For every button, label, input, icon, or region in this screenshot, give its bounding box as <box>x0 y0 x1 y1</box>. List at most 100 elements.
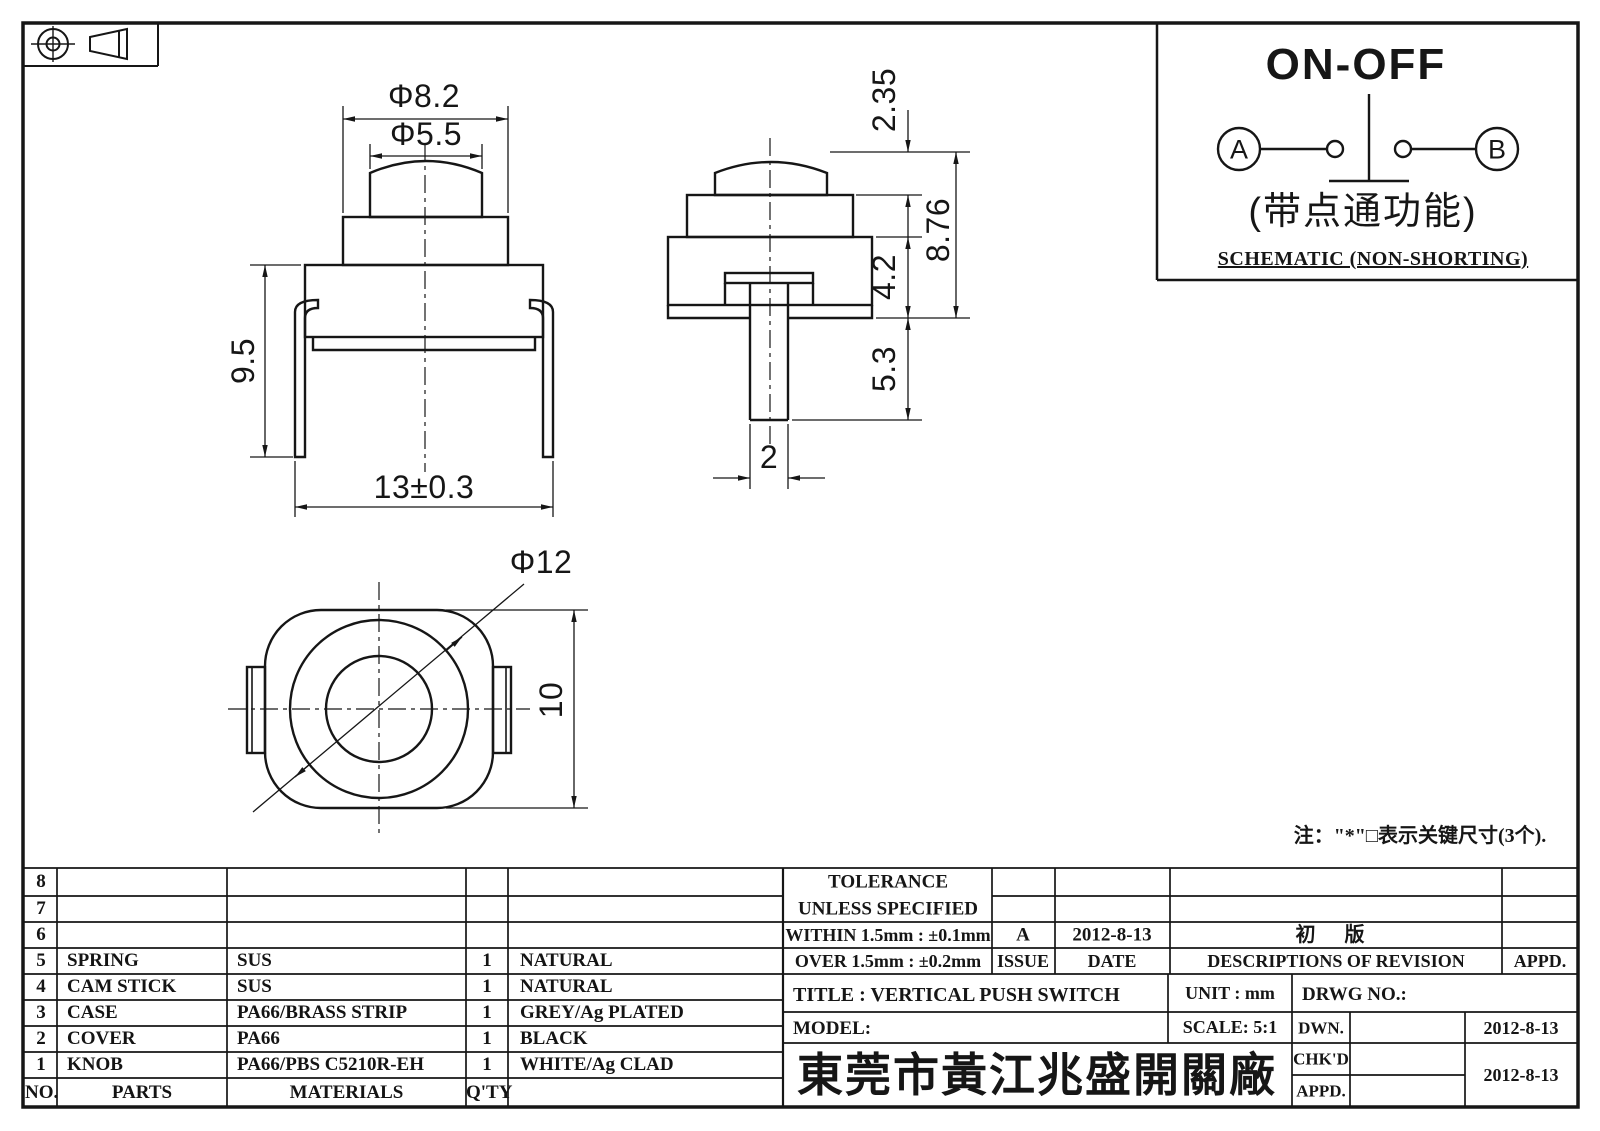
bottom-view <box>228 582 530 836</box>
row-material: SUS <box>237 950 272 971</box>
knob-cap-side <box>713 160 829 197</box>
side-view <box>666 138 874 448</box>
tolerance-within: WITHIN 1.5mm : ±0.1mm <box>785 925 991 945</box>
appd-label: APPD. <box>1296 1081 1346 1101</box>
chkd-appd-date: 2012-8-13 <box>1483 1065 1559 1085</box>
dim-bottom-width: 10 <box>533 681 569 719</box>
model-field: MODEL: <box>793 1018 872 1039</box>
side-view-dimensions <box>713 110 970 489</box>
row-no: 7 <box>36 898 46 919</box>
revision-date-label: DATE <box>1087 951 1137 971</box>
row-no: 8 <box>36 871 46 892</box>
contact-right <box>1393 139 1413 159</box>
table-row: 2 COVER PA66 1 BLACK <box>25 1026 781 1052</box>
right-leg <box>528 298 555 459</box>
projection-symbol <box>23 23 159 67</box>
header-parts: PARTS <box>111 1081 173 1103</box>
table-row: 7 <box>25 896 781 922</box>
chkd-label: CHK'D <box>1293 1049 1349 1069</box>
row-part: SPRING <box>67 950 139 971</box>
row-part: KNOB <box>67 1054 123 1075</box>
revision-description-value: 初 版 <box>1295 924 1377 946</box>
dim-side-stem: 5.3 <box>866 346 902 392</box>
row-finish: NATURAL <box>520 950 613 971</box>
row-part: CASE <box>67 1002 118 1023</box>
row-material: PA66/BRASS STRIP <box>237 1002 408 1023</box>
cam-stick-bar <box>723 271 815 285</box>
row-finish: NATURAL <box>520 976 613 997</box>
header-no: NO. <box>25 1081 59 1103</box>
row-no: 6 <box>36 924 46 945</box>
row-no: 2 <box>36 1028 46 1049</box>
dwn-label: DWN. <box>1298 1018 1344 1038</box>
row-qty: 1 <box>482 976 492 997</box>
dwn-date: 2012-8-13 <box>1483 1018 1559 1038</box>
schematic-function-cn: (带点通功能) <box>1248 191 1478 233</box>
revision-issue-value: A <box>1016 924 1030 946</box>
tolerance-subtitle: UNLESS SPECIFIED <box>797 898 979 920</box>
row-no: 5 <box>36 950 46 971</box>
row-qty: 1 <box>482 1054 492 1075</box>
case-body <box>303 263 545 339</box>
table-row: 6 <box>25 922 781 948</box>
schematic-box <box>1155 23 1578 282</box>
row-finish: WHITE/Ag CLAD <box>520 1054 674 1075</box>
row-material: PA66 <box>237 1028 280 1049</box>
table-grid <box>23 867 1578 1107</box>
row-no: 3 <box>36 1002 46 1023</box>
row-no: 4 <box>36 976 46 997</box>
case-bottom <box>311 337 537 352</box>
header-materials: MATERIALS <box>289 1081 404 1103</box>
row-material: PA66/PBS C5210R-EH <box>237 1054 425 1075</box>
terminal-b-label: B <box>1487 134 1507 165</box>
schematic-title: ON-OFF <box>1265 40 1447 89</box>
contact-left <box>1325 139 1345 159</box>
table-row: 8 <box>25 868 781 896</box>
tolerance-over: OVER 1.5mm : ±0.2mm <box>794 951 982 971</box>
revision-description-label: DESCRIPTIONS OF REVISION <box>1207 951 1465 971</box>
schematic-circuit <box>1216 94 1520 183</box>
key-dimension-note: 注："*"□表示关键尺寸(3个). <box>1293 825 1547 847</box>
right-tab <box>491 665 513 755</box>
left-leg <box>293 298 320 459</box>
row-qty: 1 <box>482 1028 492 1049</box>
revision-issue-label: ISSUE <box>996 951 1050 971</box>
dim-front-outer-dia: Φ8.2 <box>387 78 461 114</box>
sheet-frame <box>21 21 1580 1109</box>
row-finish: BLACK <box>520 1028 588 1049</box>
table-header-row: NO. PARTS MATERIALS Q'TY <box>25 1078 781 1107</box>
dim-front-height: 9.5 <box>225 338 261 384</box>
dim-front-inner-dia: Φ5.5 <box>389 116 463 152</box>
dim-bottom-dia: Φ12 <box>509 544 573 580</box>
case-lip-side <box>666 305 874 320</box>
table-row: 3 CASE PA66/BRASS STRIP 1 GREY/Ag PLATED <box>25 1000 781 1026</box>
header-qty: Q'TY <box>466 1081 513 1103</box>
schematic-caption: SCHEMATIC (NON-SHORTING) <box>1217 248 1529 270</box>
revision-date-value: 2012-8-13 <box>1072 924 1152 946</box>
bottom-view-dimensions <box>252 583 588 813</box>
cone-symbol-icon <box>89 27 128 61</box>
table-row: 1 KNOB PA66/PBS C5210R-EH 1 WHITE/Ag CLA… <box>25 1052 781 1078</box>
row-part: COVER <box>67 1028 136 1049</box>
dim-side-case: 4.2 <box>866 254 902 300</box>
row-part: CAM STICK <box>67 976 177 997</box>
tolerance-title: TOLERANCE <box>827 871 949 893</box>
unit-field: UNIT : mm <box>1185 983 1275 1003</box>
knob-cap <box>368 159 484 219</box>
title-field: TITLE : VERTICAL PUSH SWITCH <box>793 984 1120 1006</box>
dim-side-stem-width: 2 <box>759 439 779 475</box>
scale-field: SCALE: 5:1 <box>1182 1017 1278 1037</box>
table-row: 4 CAM STICK SUS 1 NATURAL <box>25 974 781 1000</box>
row-material: SUS <box>237 976 272 997</box>
dim-side-total: 8.76 <box>920 197 956 263</box>
dim-front-span: 13±0.3 <box>373 469 475 505</box>
dim-side-cap: 2.35 <box>866 67 902 133</box>
terminal-a-label: A <box>1229 134 1249 165</box>
row-finish: GREY/Ag PLATED <box>520 1002 684 1023</box>
company-name: 東莞市黃江兆盛開關廠 <box>797 1049 1277 1101</box>
table-row: 5 SPRING SUS 1 NATURAL <box>25 948 781 974</box>
front-view-dimensions <box>250 106 554 517</box>
left-tab <box>245 665 267 755</box>
